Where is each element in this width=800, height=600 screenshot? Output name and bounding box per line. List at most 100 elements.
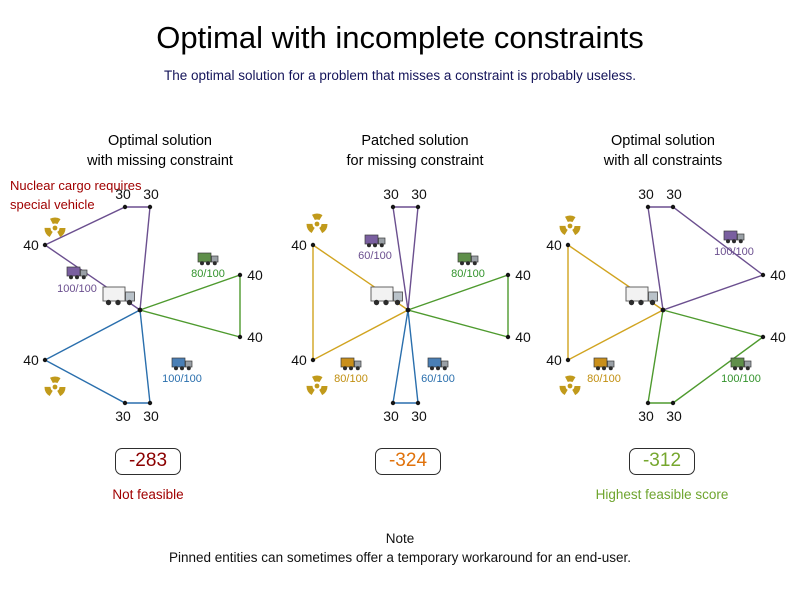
panel-2-heading: Patched solution for missing constraint: [285, 131, 545, 172]
score-caption-1: Not feasible: [112, 487, 184, 502]
node-dot: [565, 242, 571, 248]
score-value: -283: [114, 448, 182, 475]
node-dot: [565, 357, 571, 363]
purple-truck-icon: [66, 266, 88, 280]
node-dot: [147, 400, 153, 406]
panel-3-heading-line1: Optimal solution: [611, 133, 715, 149]
node-demand-label: 30: [115, 408, 131, 424]
depot-hub-dot: [405, 307, 411, 313]
radiation-icon: [306, 375, 328, 397]
node-demand-label: 30: [638, 408, 654, 424]
green-truck-icon: [197, 252, 219, 266]
annotation-line1: Nuclear cargo requires: [10, 178, 142, 193]
node-demand-label: 30: [638, 186, 654, 202]
node-demand-label: 30: [383, 186, 399, 202]
node-demand-label: 40: [546, 237, 562, 253]
panel-1-heading-line1: Optimal solution: [108, 133, 212, 149]
node-dot: [310, 357, 316, 363]
node-demand-label: 40: [291, 237, 307, 253]
node-dot: [760, 334, 766, 340]
node-dot: [42, 242, 48, 248]
page-subtitle: The optimal solution for a problem that …: [164, 68, 636, 83]
score-value: -324: [374, 448, 442, 475]
node-dot: [670, 204, 676, 210]
panel-2-heading-line1: Patched solution: [361, 133, 469, 149]
node-demand-label: 40: [247, 267, 263, 283]
node-demand-label: 40: [23, 352, 39, 368]
network-panel-1: 100/100 80/100 100/100 30 30 40 40 40 40…: [23, 186, 263, 424]
score-caption-3: Highest feasible score: [595, 487, 729, 502]
node-demand-label: 30: [666, 186, 682, 202]
node-dot: [505, 334, 511, 340]
panel-1-heading-line2: with missing constraint: [87, 153, 233, 170]
node-demand-label: 30: [383, 408, 399, 424]
node-demand-label: 30: [115, 186, 131, 202]
nuclear-constraint-annotation: Nuclear cargo requires special vehicle: [10, 177, 142, 215]
truck-capacity-label: 80/100: [451, 268, 485, 280]
purple-truck-icon: [723, 230, 745, 244]
panel-2-heading-line2: for missing constraint: [346, 153, 484, 170]
node-demand-label: 30: [411, 408, 427, 424]
node-demand-label: 40: [515, 267, 531, 283]
node-dot: [122, 204, 128, 210]
green-truck-icon: [457, 252, 479, 266]
purple-truck-icon: [364, 234, 386, 248]
panel-3-heading-line2: with all constraints: [603, 153, 723, 170]
network-panel-2: 60/100 80/100 80/100 60/100 30 30 40 40 …: [291, 186, 531, 424]
panel-3-heading: Optimal solution with all constraints: [533, 131, 793, 172]
panel-1-heading: Optimal solution with missing constraint: [30, 131, 290, 172]
node-dot: [237, 334, 243, 340]
node-demand-label: 40: [546, 352, 562, 368]
node-dot: [415, 400, 421, 406]
truck-capacity-label: 100/100: [162, 373, 202, 385]
blue-truck-icon: [171, 357, 193, 371]
node-dot: [147, 204, 153, 210]
node-demand-label: 40: [770, 329, 786, 345]
node-dot: [310, 242, 316, 248]
purple-route: [392, 206, 419, 311]
node-dot: [122, 400, 128, 406]
node-dot: [390, 400, 396, 406]
score-value: -312: [628, 448, 696, 475]
node-dot: [645, 204, 651, 210]
radiation-icon: [44, 376, 66, 398]
node-demand-label: 30: [411, 186, 427, 202]
blue-route: [392, 309, 419, 404]
truck-capacity-label: 80/100: [191, 268, 225, 280]
depot-hub-dot: [137, 307, 143, 313]
node-dot: [670, 400, 676, 406]
truck-capacity-label: 80/100: [587, 373, 621, 385]
node-demand-label: 40: [23, 237, 39, 253]
depot-icon: [102, 286, 135, 306]
green-truck-icon: [730, 357, 752, 371]
green-route: [137, 274, 241, 338]
network-panel-3: 100/100 80/100 100/100 30 30 40 40 40 40…: [546, 186, 786, 424]
orange-truck-icon: [593, 357, 615, 371]
note-heading: Note: [385, 531, 415, 546]
truck-capacity-label: 60/100: [358, 250, 392, 262]
orange-truck-icon: [340, 357, 362, 371]
truck-capacity-label: 60/100: [421, 373, 455, 385]
green-route: [405, 274, 509, 338]
radiation-icon: [559, 375, 581, 397]
annotation-line2: special vehicle: [10, 196, 95, 212]
score-panel-1: -283: [28, 448, 268, 475]
note-body: Pinned entities can sometimes offer a te…: [169, 550, 631, 565]
node-demand-label: 40: [515, 329, 531, 345]
orange-route: [312, 243, 410, 362]
node-demand-label: 40: [247, 329, 263, 345]
radiation-icon: [559, 215, 581, 237]
node-demand-label: 30: [143, 186, 159, 202]
truck-capacity-label: 100/100: [721, 373, 761, 385]
green-route: [647, 309, 765, 404]
purple-route: [647, 206, 765, 311]
radiation-icon: [44, 217, 66, 239]
score-panel-3: -312: [542, 448, 782, 475]
node-demand-label: 30: [666, 408, 682, 424]
node-dot: [505, 272, 511, 278]
node-dot: [237, 272, 243, 278]
node-dot: [645, 400, 651, 406]
node-dot: [390, 204, 396, 210]
truck-capacity-label: 100/100: [57, 283, 97, 295]
radiation-icon: [306, 213, 328, 235]
